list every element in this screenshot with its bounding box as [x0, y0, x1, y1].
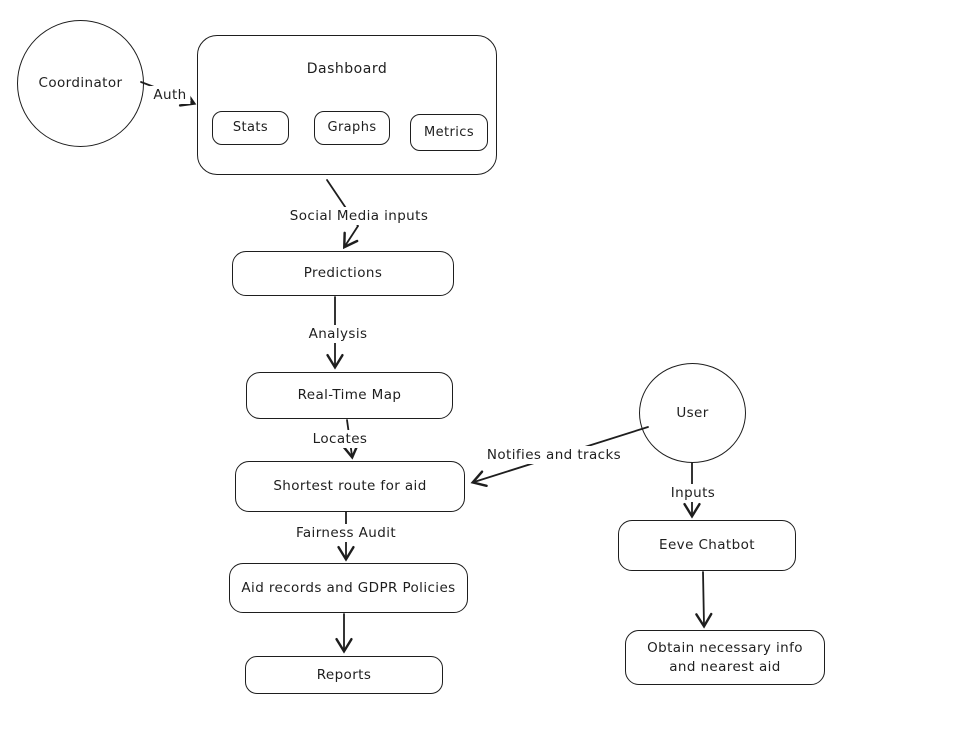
node-obtain-info[interactable]: Obtain necessary info and nearest aid	[625, 630, 825, 685]
node-dashboard-stats-label: Stats	[232, 120, 269, 136]
edge-dashboard-to-predictions	[326, 179, 360, 250]
edge-label-auth: Auth	[149, 86, 191, 104]
node-aid-records[interactable]: Aid records and GDPR Policies	[229, 563, 468, 613]
node-dashboard-metrics-label: Metrics	[424, 124, 474, 140]
node-coordinator[interactable]: Coordinator	[17, 20, 144, 147]
node-dashboard-stats[interactable]: Stats	[212, 111, 289, 145]
node-dashboard-graphs-label: Graphs	[327, 120, 377, 136]
edge-chatbot-to-obtain-info	[695, 571, 713, 629]
node-coordinator-label: Coordinator	[38, 75, 123, 92]
node-dashboard[interactable]: Dashboard Stats Graphs Metrics	[197, 35, 497, 175]
node-predictions[interactable]: Predictions	[232, 251, 454, 296]
node-dashboard-title: Dashboard	[306, 61, 388, 77]
edge-label-social-media-inputs: Social Media inputs	[285, 207, 433, 225]
edge-label-inputs: Inputs	[666, 484, 720, 502]
node-user-label: User	[676, 404, 709, 421]
node-reports-label: Reports	[316, 666, 372, 683]
node-shortest-route-label: Shortest route for aid	[273, 478, 427, 495]
node-predictions-label: Predictions	[303, 265, 383, 282]
edge-label-fairness-audit: Fairness Audit	[291, 524, 401, 542]
node-user[interactable]: User	[639, 363, 746, 463]
node-aid-records-label: Aid records and GDPR Policies	[241, 579, 456, 596]
node-eeve-chatbot[interactable]: Eeve Chatbot	[618, 520, 796, 571]
node-obtain-info-label: Obtain necessary info and nearest aid	[647, 640, 803, 675]
node-dashboard-graphs[interactable]: Graphs	[314, 111, 390, 145]
node-shortest-route[interactable]: Shortest route for aid	[235, 461, 465, 512]
node-dashboard-metrics[interactable]: Metrics	[410, 114, 488, 151]
edge-label-analysis: Analysis	[304, 325, 372, 343]
node-real-time-map-label: Real-Time Map	[297, 387, 402, 404]
edge-label-notifies-and-tracks: Notifies and tracks	[482, 446, 626, 464]
node-real-time-map[interactable]: Real-Time Map	[246, 372, 453, 419]
node-eeve-chatbot-label: Eeve Chatbot	[659, 537, 755, 554]
node-reports[interactable]: Reports	[245, 656, 443, 694]
edge-label-locates: Locates	[308, 430, 372, 448]
